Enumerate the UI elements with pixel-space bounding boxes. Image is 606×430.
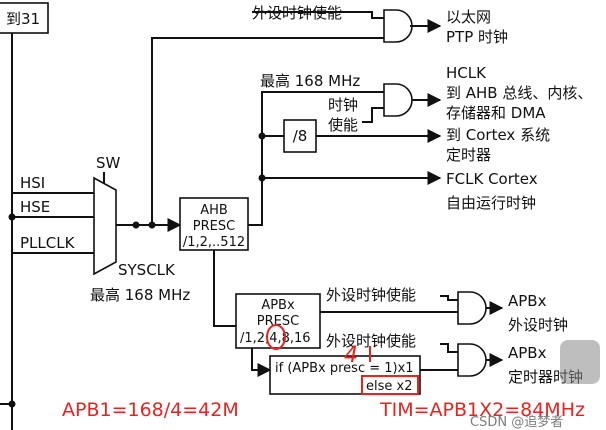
partial-box-label: 到31 [6, 10, 40, 28]
apb-line3: /1,2,4,8,16 [240, 331, 311, 346]
periph-and-gate [457, 291, 487, 325]
fclk-line1: FCLK Cortex [446, 170, 538, 188]
watermark-logo [560, 340, 600, 384]
ahb-max: 最高 168 MHz [260, 72, 360, 90]
ptp-and-gate [383, 9, 413, 43]
hse-label: HSE [20, 198, 50, 216]
apb-line3-b: 4 [269, 331, 277, 346]
timer-enable-wire [440, 343, 458, 353]
ptp-feed-wire [151, 37, 384, 225]
ahb-to-apb-wire [213, 250, 236, 327]
hclk-bus [248, 91, 384, 226]
sw-mux [93, 176, 117, 276]
red-box-else-x2 [361, 375, 419, 395]
hclk-line2: 到 AHB 总线、内核、 [446, 84, 592, 102]
apb-line1: APBx [261, 298, 295, 313]
hsi-label: HSI [20, 174, 45, 192]
fclk-line2: 自由运行时钟 [446, 194, 536, 212]
periph-enable-wire [440, 295, 458, 301]
cond-line1: if (APBx presc = 1)x1 [275, 361, 414, 376]
timer-and-gate [457, 343, 487, 377]
ahb-line3: /1,2,..512 [183, 235, 245, 250]
red-circle-around-4 [266, 324, 286, 350]
apb-line2: PRESC [257, 314, 299, 329]
sysclk-label: SYSCLK [118, 261, 176, 279]
tim-formula: TIM=APB1X2=84MHz [379, 399, 585, 421]
timer-enable-label: 外设时钟使能 [326, 332, 416, 350]
ahb-line1: AHB [200, 203, 228, 218]
apb1-formula: APB1=168/4=42M [62, 399, 239, 421]
apb-presc-box [235, 293, 321, 349]
pllclk-label: PLLCLK [20, 234, 76, 252]
ahb-clock-enable-2: 使能 [328, 116, 358, 134]
hclk-line3: 存储器和 DMA [446, 104, 546, 122]
hclk-line1: HCLK [446, 64, 487, 82]
junction-sysclk-a [132, 221, 140, 229]
handwritten-4: 4 [344, 343, 358, 368]
cortex-line2: 定时器 [446, 146, 491, 164]
timer-out-line1: APBx [508, 344, 547, 362]
partial-top-box [0, 2, 49, 34]
apb-line3-a: /1,2, [240, 331, 269, 346]
ptp-enable-label: 外设时钟使能 [252, 4, 342, 22]
junction-hse [8, 213, 16, 221]
div8-label: /8 [293, 127, 308, 145]
hclk-enable-wire [362, 107, 384, 123]
ptp-out-line2: PTP 时钟 [446, 28, 508, 46]
watermark-text: CSDN @追梦者 [470, 414, 563, 430]
apb-timer-wire [251, 348, 272, 377]
ahb-line2: PRESC [193, 219, 235, 234]
periph-out-line2: 外设时钟 [508, 316, 568, 334]
cortex-line1: 到 Cortex 系统 [446, 126, 550, 144]
sw-label: SW [96, 154, 121, 172]
ptp-out-line1: 以太网 [446, 8, 491, 26]
ahb-clock-enable-1: 时钟 [328, 96, 358, 114]
sysclk-max: 最高 168 MHz [90, 286, 190, 304]
hclk-and-gate [383, 83, 413, 117]
ptp-enable-wire [252, 11, 384, 19]
periph-out-line1: APBx [508, 292, 547, 310]
periph-enable-label: 外设时钟使能 [326, 286, 416, 304]
cond-line2: else x2 [366, 379, 412, 394]
